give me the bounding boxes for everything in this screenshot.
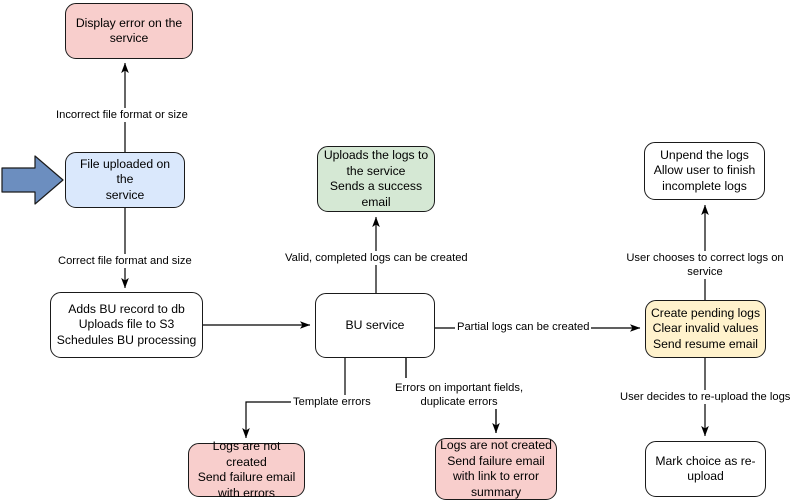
- edge-label-correct-file-format: Correct file format and size: [56, 254, 194, 268]
- edge-label-template-errors: Template errors: [291, 395, 373, 409]
- edge-label-valid-completed-logs: Valid, completed logs can be created: [283, 251, 470, 265]
- edge-label-partial-logs: Partial logs can be created: [455, 320, 592, 334]
- edge-label-user-chooses-to-correct: User chooses to correct logs on service: [609, 251, 801, 279]
- node-display-error[interactable]: Display error on the service: [65, 3, 193, 59]
- node-logs-not-created-with-link[interactable]: Logs are not created Send failure email …: [435, 438, 557, 500]
- node-unpend-logs[interactable]: Unpend the logs Allow user to finish inc…: [644, 142, 765, 200]
- node-mark-choice-as-reupload[interactable]: Mark choice as re- upload: [645, 441, 766, 497]
- node-bu-service[interactable]: BU service: [315, 293, 435, 358]
- edge-label-incorrect-file-format: Incorrect file format or size: [54, 108, 190, 122]
- node-logs-not-created-with-errors[interactable]: Logs are not created Send failure email …: [188, 439, 305, 500]
- edge-label-errors-on-important-fields: Errors on important fields, duplicate er…: [393, 381, 526, 409]
- node-uploads-logs[interactable]: Uploads the logs to the service Sends a …: [317, 146, 435, 212]
- edge-label-user-decides-to-reupload: User decides to re-upload the logs: [618, 390, 793, 404]
- block-arrow-input: [1, 155, 64, 205]
- node-file-uploaded[interactable]: File uploaded on the service: [65, 152, 185, 208]
- node-create-pending-logs[interactable]: Create pending logs Clear invalid values…: [645, 300, 766, 358]
- node-adds-bu-record[interactable]: Adds BU record to db Uploads file to S3 …: [50, 292, 203, 358]
